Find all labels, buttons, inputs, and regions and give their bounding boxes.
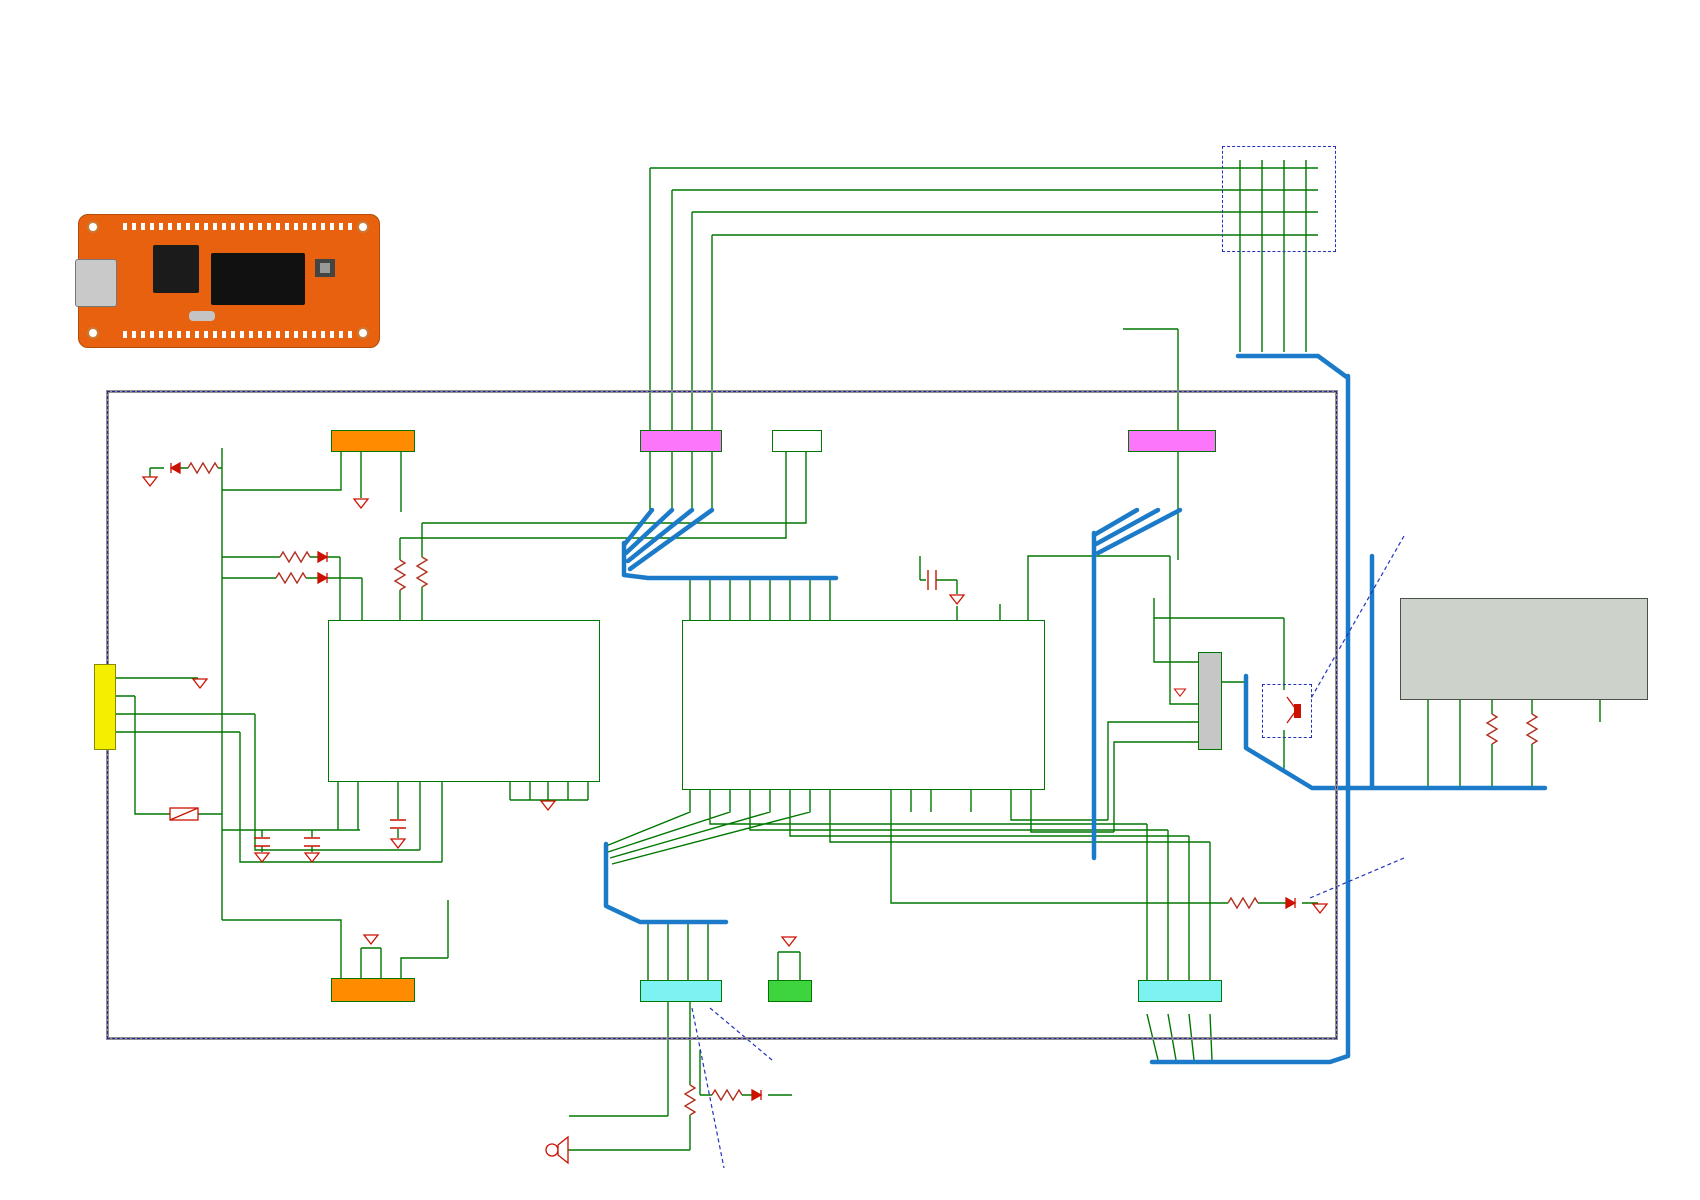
leader-lines (691, 535, 1405, 1169)
issp-connector (1198, 652, 1222, 750)
jp8-connector (1128, 430, 1216, 452)
ic-chip-icon (211, 253, 305, 305)
ic-chip-icon (153, 245, 199, 293)
gainer-board-photo (75, 214, 380, 348)
reset-button-icon (315, 259, 335, 277)
speaker-icon (545, 1135, 569, 1165)
s1-box (1262, 684, 1312, 738)
fuse-ptc-icon (169, 807, 199, 821)
blue-bus (603, 353, 1548, 1065)
pin-header-icon (123, 331, 355, 338)
jp5-connector (640, 980, 722, 1002)
usb-port (94, 664, 116, 750)
jp1-connector (331, 430, 415, 452)
jp3-connector (331, 978, 415, 1002)
i2c-lcd-box (1400, 598, 1648, 700)
keypad-box (1222, 146, 1336, 252)
resistor-rx2-icon (711, 1089, 743, 1101)
resistor-rx4-icon (1526, 713, 1538, 745)
jp2-connector (768, 980, 812, 1002)
u1-ic-box (682, 620, 1045, 790)
resistor-rx1-icon (684, 1084, 696, 1116)
jp6-connector (1138, 980, 1222, 1002)
s1-button-icon (1286, 696, 1301, 724)
crystal-icon (189, 311, 215, 321)
capacitor-plates (254, 570, 937, 847)
u2-ic-box (328, 620, 600, 782)
usb-connector-icon (75, 259, 117, 307)
pin-header-icon (123, 223, 355, 230)
ledx-icon (751, 1089, 762, 1101)
jp4-connector (772, 430, 822, 452)
resistor-rx3-icon (1486, 713, 1498, 745)
jp7-connector (640, 430, 722, 452)
